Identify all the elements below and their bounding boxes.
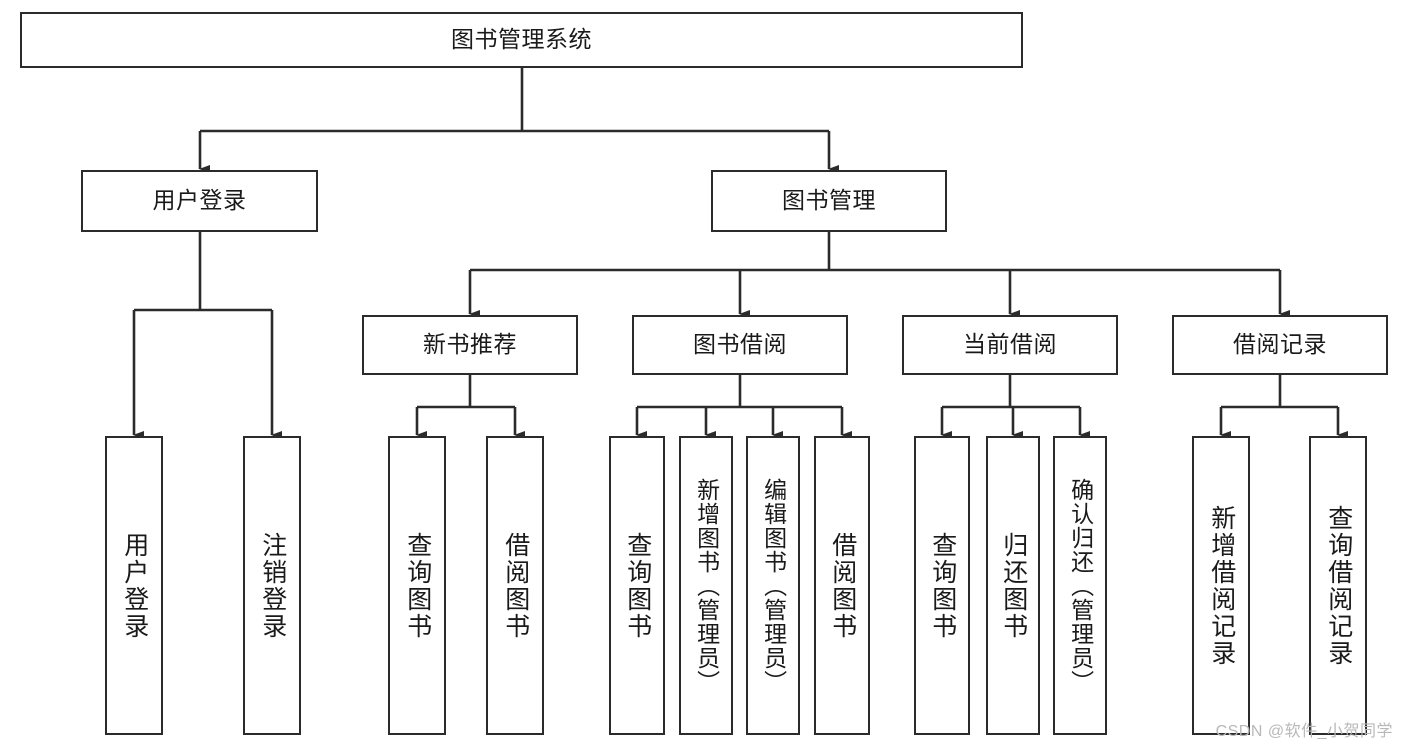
- node-new-book-recommend-label: 新书推荐: [423, 331, 517, 358]
- node-leaf-query-book-3[interactable]: 查询图书: [914, 436, 970, 735]
- node-borrow-record-label: 借阅记录: [1233, 331, 1327, 358]
- node-leaf-add-book-label: 新增图书（管理员）: [693, 477, 720, 694]
- node-leaf-confirm-return[interactable]: 确认归还（管理员）: [1053, 436, 1107, 735]
- node-leaf-borrow-book-1[interactable]: 借阅图书: [486, 436, 544, 735]
- node-leaf-user-login[interactable]: 用户登录: [105, 436, 163, 735]
- node-leaf-edit-book[interactable]: 编辑图书（管理员）: [746, 436, 800, 735]
- node-leaf-query-book-3-label: 查询图书: [928, 531, 957, 640]
- node-leaf-borrow-book-1-label: 借阅图书: [501, 531, 530, 640]
- node-leaf-borrow-book-2-label: 借阅图书: [828, 531, 857, 640]
- node-leaf-query-book-1[interactable]: 查询图书: [388, 436, 446, 735]
- node-leaf-return-book[interactable]: 归还图书: [986, 436, 1040, 735]
- node-leaf-user-logout-label: 注销登录: [258, 531, 287, 640]
- node-current-borrow[interactable]: 当前借阅: [902, 315, 1118, 375]
- node-leaf-user-logout[interactable]: 注销登录: [243, 436, 301, 735]
- node-borrow-record[interactable]: 借阅记录: [1172, 315, 1388, 375]
- node-leaf-user-login-label: 用户登录: [120, 531, 149, 640]
- node-leaf-add-record[interactable]: 新增借阅记录: [1192, 436, 1250, 735]
- node-leaf-query-record-label: 查询借阅记录: [1324, 504, 1353, 667]
- node-leaf-add-record-label: 新增借阅记录: [1207, 504, 1236, 667]
- node-leaf-edit-book-label: 编辑图书（管理员）: [760, 477, 787, 694]
- node-leaf-add-book[interactable]: 新增图书（管理员）: [679, 436, 733, 735]
- node-user-login[interactable]: 用户登录: [81, 170, 318, 232]
- node-book-borrow[interactable]: 图书借阅: [632, 315, 848, 375]
- node-leaf-confirm-return-label: 确认归还（管理员）: [1067, 477, 1094, 694]
- node-user-login-label: 用户登录: [152, 187, 247, 214]
- node-current-borrow-label: 当前借阅: [963, 331, 1057, 358]
- node-leaf-return-book-label: 归还图书: [999, 531, 1028, 640]
- node-leaf-query-book-2-label: 查询图书: [623, 531, 652, 640]
- node-new-book-recommend[interactable]: 新书推荐: [362, 315, 578, 375]
- node-leaf-query-record[interactable]: 查询借阅记录: [1309, 436, 1367, 735]
- node-book-manage-label: 图书管理: [782, 187, 876, 214]
- root-node-label: 图书管理系统: [451, 26, 592, 53]
- root-node[interactable]: 图书管理系统: [20, 12, 1023, 68]
- node-book-manage[interactable]: 图书管理: [711, 170, 947, 232]
- node-leaf-borrow-book-2[interactable]: 借阅图书: [814, 436, 870, 735]
- node-leaf-query-book-2[interactable]: 查询图书: [609, 436, 665, 735]
- edge-group: [132, 68, 1348, 439]
- node-leaf-query-book-1-label: 查询图书: [403, 531, 432, 640]
- node-book-borrow-label: 图书借阅: [693, 331, 787, 358]
